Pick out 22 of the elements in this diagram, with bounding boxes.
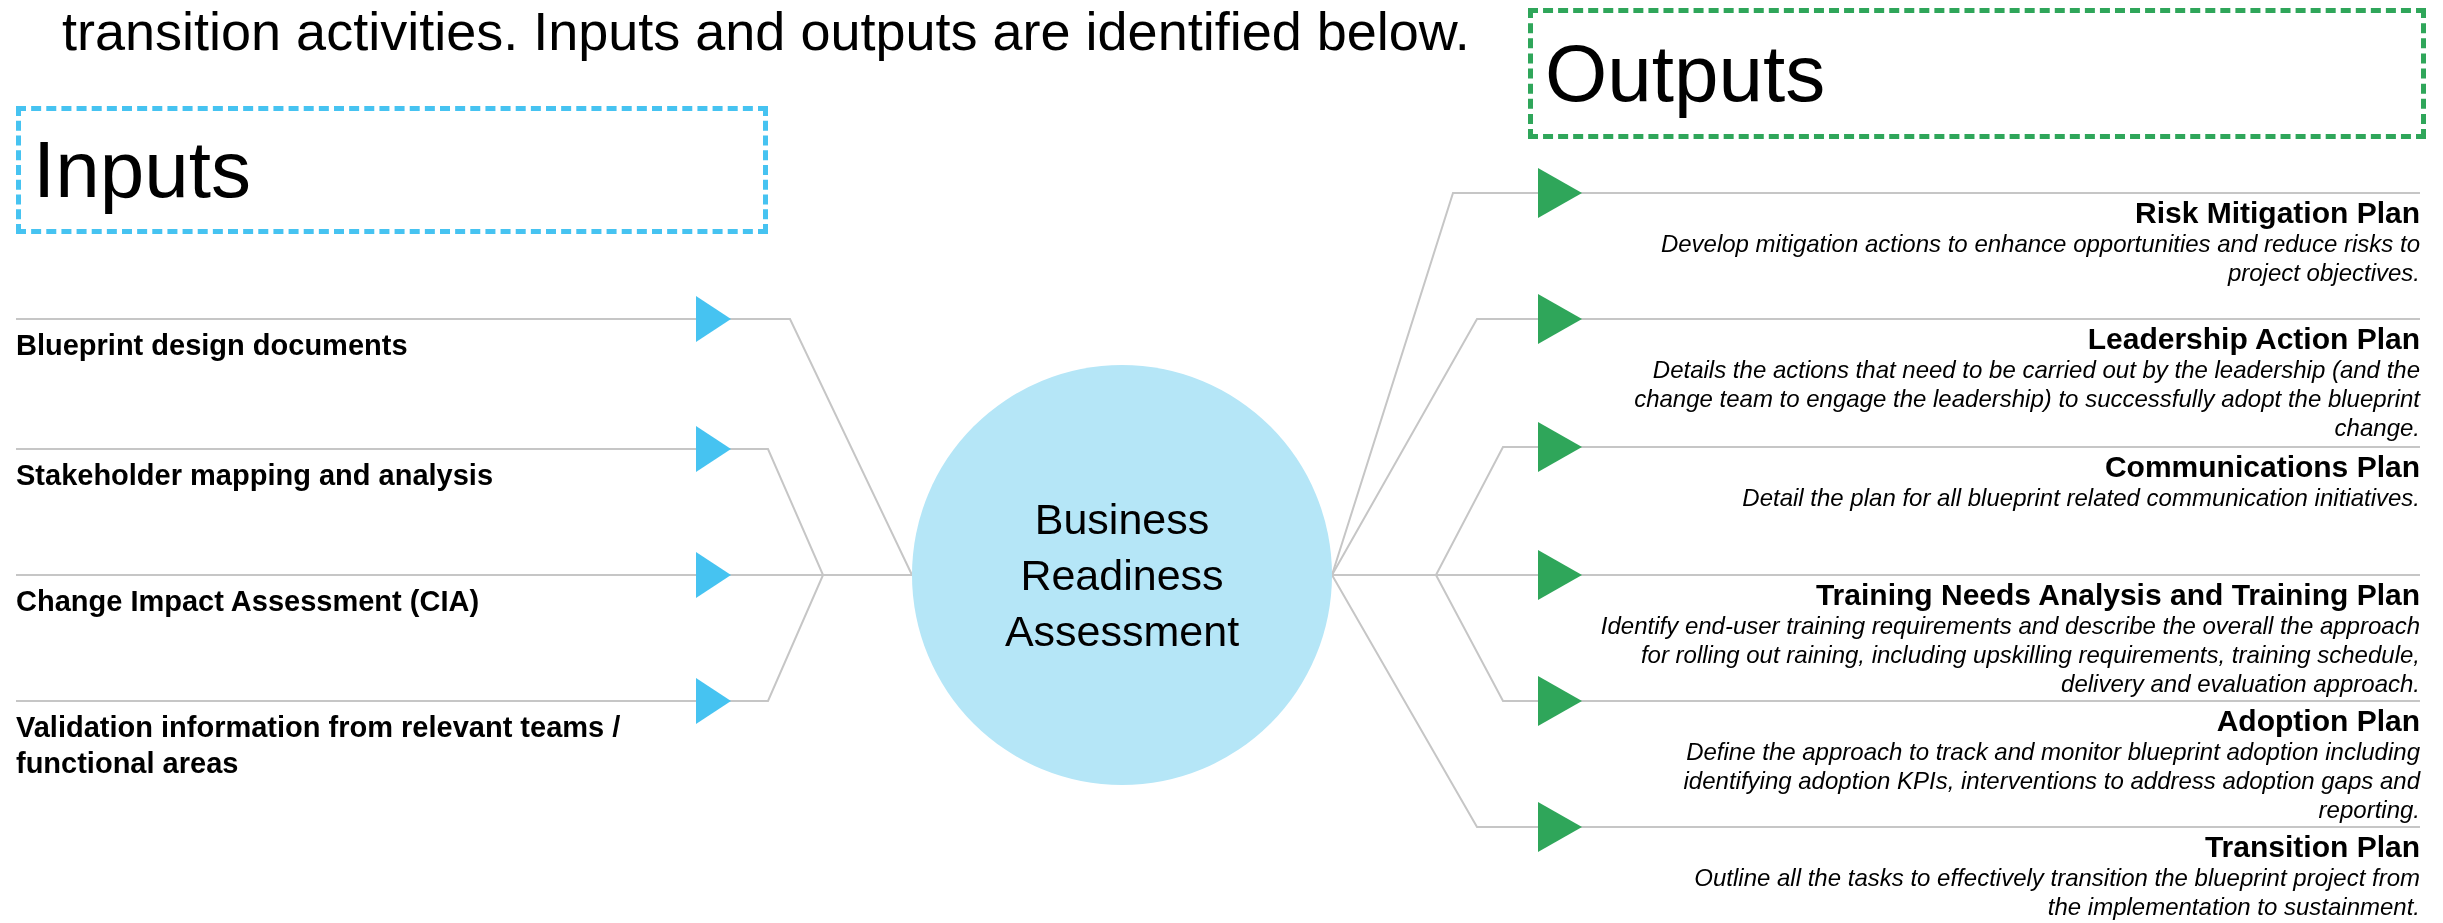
dashed-title-box: Outputs bbox=[1528, 8, 2426, 139]
output-heading: Training Needs Analysis and Training Plan bbox=[1815, 579, 2420, 611]
output-description: Detail the plan for all blueprint related communication initiatives. bbox=[1742, 483, 2420, 512]
arrow bbox=[1331, 574, 2421, 852]
output-description: Outline all the tasks to effectively transition the blueprint project from the implementation to sustainment. bbox=[1693, 863, 2420, 921]
output-heading: Transition Plan bbox=[2204, 831, 2420, 863]
input-item: Blueprint design documents bbox=[16, 328, 409, 363]
dashed-title-box: Inputs bbox=[16, 106, 768, 234]
input-item: Validation information from relevant teams / functional areas bbox=[16, 710, 622, 781]
arrow bbox=[15, 296, 913, 576]
output-description: Develop mitigation actions to enhance opportunities and reduce risks to project objectives. bbox=[1659, 229, 2420, 287]
arrow bbox=[1331, 294, 2421, 576]
output-heading: Communications Plan bbox=[2104, 451, 2420, 483]
input-item: Change Impact Assessment (CIA) bbox=[16, 584, 481, 619]
output-heading: Adoption Plan bbox=[2216, 705, 2420, 737]
input-item: Stakeholder mapping and analysis bbox=[16, 458, 495, 493]
output-description: Details the actions that need to be carried out by the leadership (and the change team to engage the leadership) to successfully adopt the blueprint change. bbox=[1633, 355, 2420, 442]
output-heading: Leadership Action Plan bbox=[2087, 323, 2420, 355]
output-heading: Risk Mitigation Plan bbox=[2134, 197, 2420, 229]
intro-text: transition activities. Inputs and outputs are identified below. bbox=[62, 0, 1470, 62]
output-description: Identify end-user training requirements and describe the overall the approach for rolling out raining, including upskilling requirements, training schedule, delivery and evaluation approach. bbox=[1599, 611, 2420, 698]
output-description: Define the approach to track and monitor blueprint adoption including identifying adoption KPIs, interventions to address adoption gaps and reporting. bbox=[1682, 737, 2420, 824]
